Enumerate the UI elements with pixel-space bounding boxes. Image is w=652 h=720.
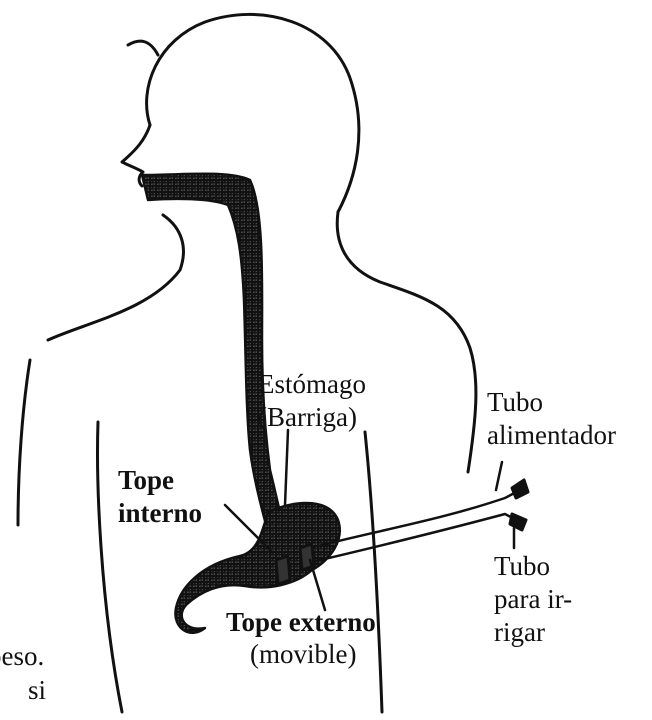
pointer-tubo-alimentador [496, 462, 502, 490]
forehead-shade [128, 41, 158, 55]
label-tope-interno: Tope interno [118, 464, 202, 530]
cropped-text-line2: si [28, 674, 46, 707]
label-tubo-alimentador: Tubo alimentador [487, 386, 616, 452]
internal-stopper [276, 556, 290, 584]
tube-connector-bottom [510, 514, 526, 530]
left-arm-line [18, 360, 30, 525]
cropped-text-line1: peso. [0, 640, 44, 673]
tube-connector-top [512, 480, 528, 498]
label-movible: (movible) [250, 638, 356, 671]
neck-front [48, 215, 183, 340]
right-inner-arm [365, 432, 382, 712]
pointer-estomago [285, 430, 288, 505]
label-tubo-irrigar: Tubo para ir- rigar [494, 550, 572, 649]
label-estomago: Estómago (Barriga) [258, 368, 366, 434]
label-tope-externo: Tope externo [226, 606, 376, 639]
